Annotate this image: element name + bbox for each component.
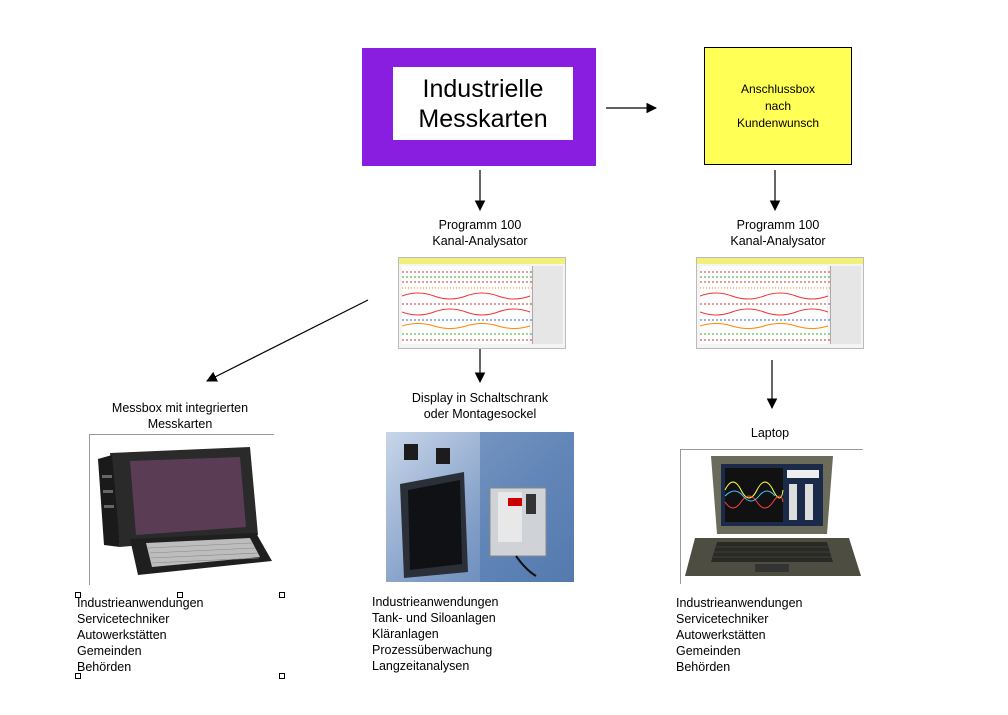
- messbox-applications-list[interactable]: Industrieanwendungen Servicetechniker Au…: [77, 596, 204, 674]
- arrow-program-to-messbox: [206, 299, 369, 382]
- selection-handle[interactable]: [177, 592, 183, 598]
- rugged-laptop-icon: [685, 456, 861, 576]
- program-screenshot-right: [696, 257, 864, 349]
- messbox-photo: [89, 434, 274, 585]
- program-label-left: Programm 100 Kanal-Analysator: [432, 218, 528, 248]
- messkarten-label: Industrielle Messkarten: [393, 67, 573, 140]
- laptop-photo: [680, 449, 863, 584]
- rugged-luggable-pc-icon: [98, 447, 272, 575]
- messkarten-line-1: Industrielle: [422, 74, 544, 103]
- program-traces-right: [699, 271, 830, 341]
- messbox-label: Messbox mit integrierten Messkarten: [111, 401, 249, 431]
- selection-handle[interactable]: [279, 592, 285, 598]
- program-screenshot-left: [398, 257, 566, 349]
- selection-handle[interactable]: [75, 673, 81, 679]
- messkarten-line-2: Messkarten: [418, 104, 548, 133]
- anschlussbox-line-1: Anschlussbox: [740, 81, 816, 96]
- anschlussbox-box: Anschlussbox nach Kundenwunsch: [704, 47, 852, 165]
- anschlussbox-line-3: Kundenwunsch: [736, 115, 820, 130]
- program-label-right: Programm 100 Kanal-Analysator: [730, 218, 826, 248]
- display-applications-list: Industrieanwendungen Tank- und Siloanlag…: [372, 595, 499, 673]
- selection-handle[interactable]: [279, 673, 285, 679]
- display-photo: [386, 432, 574, 582]
- program-traces-left: [401, 271, 532, 341]
- anschlussbox-line-2: nach: [764, 98, 792, 113]
- laptop-label: Laptop: [750, 426, 790, 440]
- panel-display-icon: [400, 432, 574, 582]
- selection-handle[interactable]: [75, 592, 81, 598]
- display-label: Display in Schaltschrank oder Montagesoc…: [411, 391, 549, 421]
- laptop-applications-list: Industrieanwendungen Servicetechniker Au…: [676, 596, 803, 674]
